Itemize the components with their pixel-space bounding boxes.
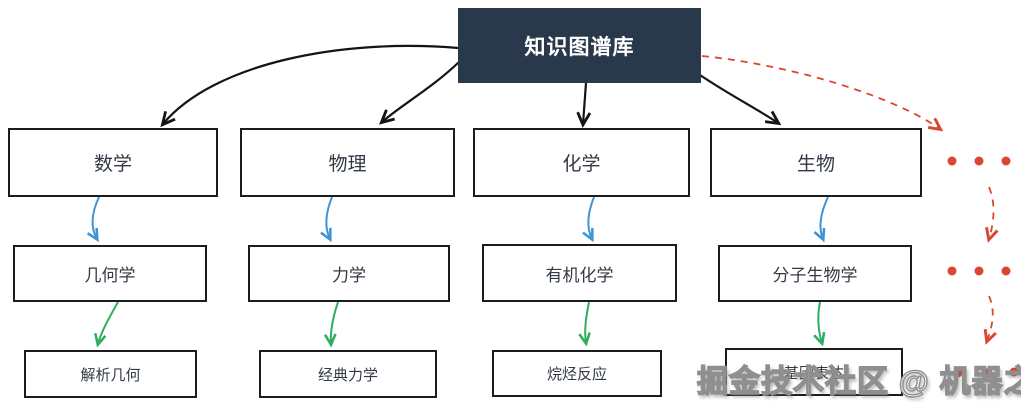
edge-root-to-chemistry bbox=[576, 82, 592, 129]
node-label: 基因表达 bbox=[783, 364, 844, 382]
node-molecular-biology: 分子生物学 bbox=[718, 245, 912, 302]
node-label: 数学 bbox=[93, 154, 132, 175]
node-gene-expression: 基因表达 bbox=[725, 348, 903, 396]
ellipsis-dot bbox=[947, 266, 957, 276]
edge-mechanics-to-classical bbox=[323, 301, 339, 348]
node-label: 分子生物学 bbox=[772, 266, 858, 285]
edge-root-to-biology bbox=[699, 74, 782, 126]
node-label: 经典力学 bbox=[317, 366, 378, 384]
node-geometry: 几何学 bbox=[13, 245, 207, 302]
edge-molecular-to-gene bbox=[813, 301, 826, 347]
ellipsis-dot bbox=[1009, 367, 1019, 377]
edge-physics-to-mechanics bbox=[320, 196, 333, 243]
node-label: 化学 bbox=[562, 154, 601, 175]
ellipsis-dot bbox=[953, 368, 963, 378]
node-chemistry: 化学 bbox=[473, 128, 690, 197]
node-label: 物理 bbox=[328, 154, 367, 175]
edge-math-to-geometry bbox=[86, 196, 100, 243]
ellipsis-dot bbox=[974, 266, 984, 276]
ellipsis-row-1 bbox=[947, 156, 1011, 166]
node-label: 有机化学 bbox=[545, 265, 614, 285]
node-math: 数学 bbox=[8, 128, 218, 197]
ellipsis-dot bbox=[947, 156, 957, 166]
edge-root-to-more-dashed bbox=[701, 55, 940, 129]
node-alkane-reactions: 烷烃反应 bbox=[492, 350, 662, 397]
ellipsis-row-3 bbox=[953, 367, 1019, 378]
ellipsis-dot bbox=[974, 156, 984, 166]
node-biology: 生物 bbox=[710, 128, 922, 197]
node-mechanics: 力学 bbox=[248, 245, 450, 302]
node-analytic-geometry: 解析几何 bbox=[24, 350, 197, 398]
node-label: 烷烃反应 bbox=[546, 366, 607, 383]
edge-more-l2-to-l3-dashed bbox=[987, 295, 993, 341]
ellipsis-row-2 bbox=[947, 266, 1011, 276]
node-label: 知识图谱库 bbox=[524, 35, 635, 59]
node-label: 几何学 bbox=[84, 266, 136, 285]
edge-biology-to-molecular bbox=[813, 196, 829, 243]
edge-organic-to-alkane bbox=[578, 301, 591, 347]
node-organic-chemistry: 有机化学 bbox=[482, 244, 677, 302]
ellipsis-dot bbox=[1001, 266, 1011, 276]
edge-geometry-to-analytic bbox=[94, 301, 119, 348]
node-label: 生物 bbox=[796, 154, 835, 175]
ellipsis-dot bbox=[982, 368, 992, 378]
node-physics: 物理 bbox=[240, 128, 455, 197]
edge-chemistry-to-organic bbox=[582, 196, 595, 243]
watermark-text: 掘金技术社区 @ 机器之心 bbox=[696, 363, 1021, 399]
node-classical-mechanics: 经典力学 bbox=[259, 350, 437, 398]
edge-root-to-physics bbox=[378, 61, 460, 125]
node-label: 解析几何 bbox=[80, 366, 141, 384]
edge-root-to-math bbox=[160, 44, 459, 128]
edge-more-l1-to-l2-dashed bbox=[989, 186, 994, 239]
node-label: 力学 bbox=[332, 266, 366, 285]
node-knowledge-graph-root: 知识图谱库 bbox=[458, 8, 701, 83]
ellipsis-dot bbox=[1001, 156, 1011, 166]
